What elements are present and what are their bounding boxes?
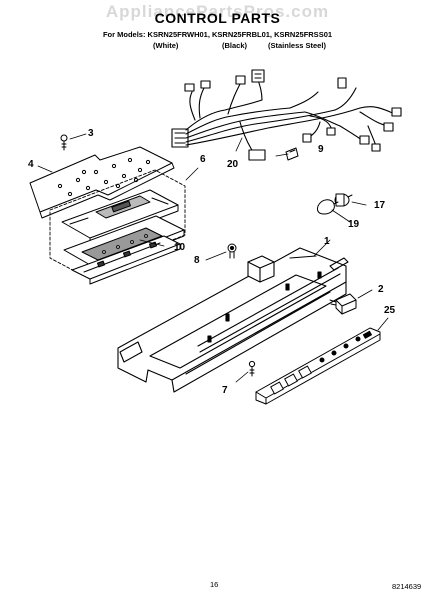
control-panel — [255, 327, 381, 405]
page-title: CONTROL PARTS — [154, 10, 281, 26]
callout-8: 8 — [194, 255, 200, 266]
page-number: 16 — [210, 580, 219, 589]
control-bracket — [29, 146, 175, 219]
variant-stainless: (Stainless Steel) — [268, 41, 326, 50]
callout-1: 1 — [324, 236, 330, 247]
door-switch — [329, 293, 357, 315]
variant-black: (Black) — [222, 41, 248, 50]
callout-10: 10 — [174, 242, 186, 253]
control-board-upper — [61, 189, 179, 245]
callout-3: 3 — [88, 128, 94, 139]
explosion-outline — [49, 169, 186, 276]
screw-7 — [248, 360, 256, 377]
model-list: For Models: KSRN25FRWH01, KSRN25FRBL01, … — [102, 30, 333, 39]
callout-17: 17 — [374, 200, 386, 211]
light-bulb — [317, 199, 339, 215]
document-number: 8214639 — [392, 582, 422, 591]
callout-25: 25 — [384, 305, 396, 316]
watermark: AppliancePartsPros.com — [105, 2, 330, 21]
wire-connector — [285, 147, 299, 161]
wire-harness — [171, 69, 402, 161]
leader-lines — [37, 133, 389, 383]
callout-20: 20 — [227, 159, 239, 170]
callout-4: 4 — [28, 159, 34, 170]
callout-2: 2 — [378, 284, 384, 295]
screw-3 — [60, 134, 68, 151]
callout-6: 6 — [200, 154, 206, 165]
control-housing — [117, 247, 349, 393]
screw-8 — [227, 243, 237, 259]
callout-9: 9 — [318, 144, 324, 155]
callout-19: 19 — [348, 219, 360, 230]
callout-7: 7 — [222, 385, 228, 396]
light-socket — [334, 193, 353, 207]
variant-white: (White) — [153, 41, 179, 50]
